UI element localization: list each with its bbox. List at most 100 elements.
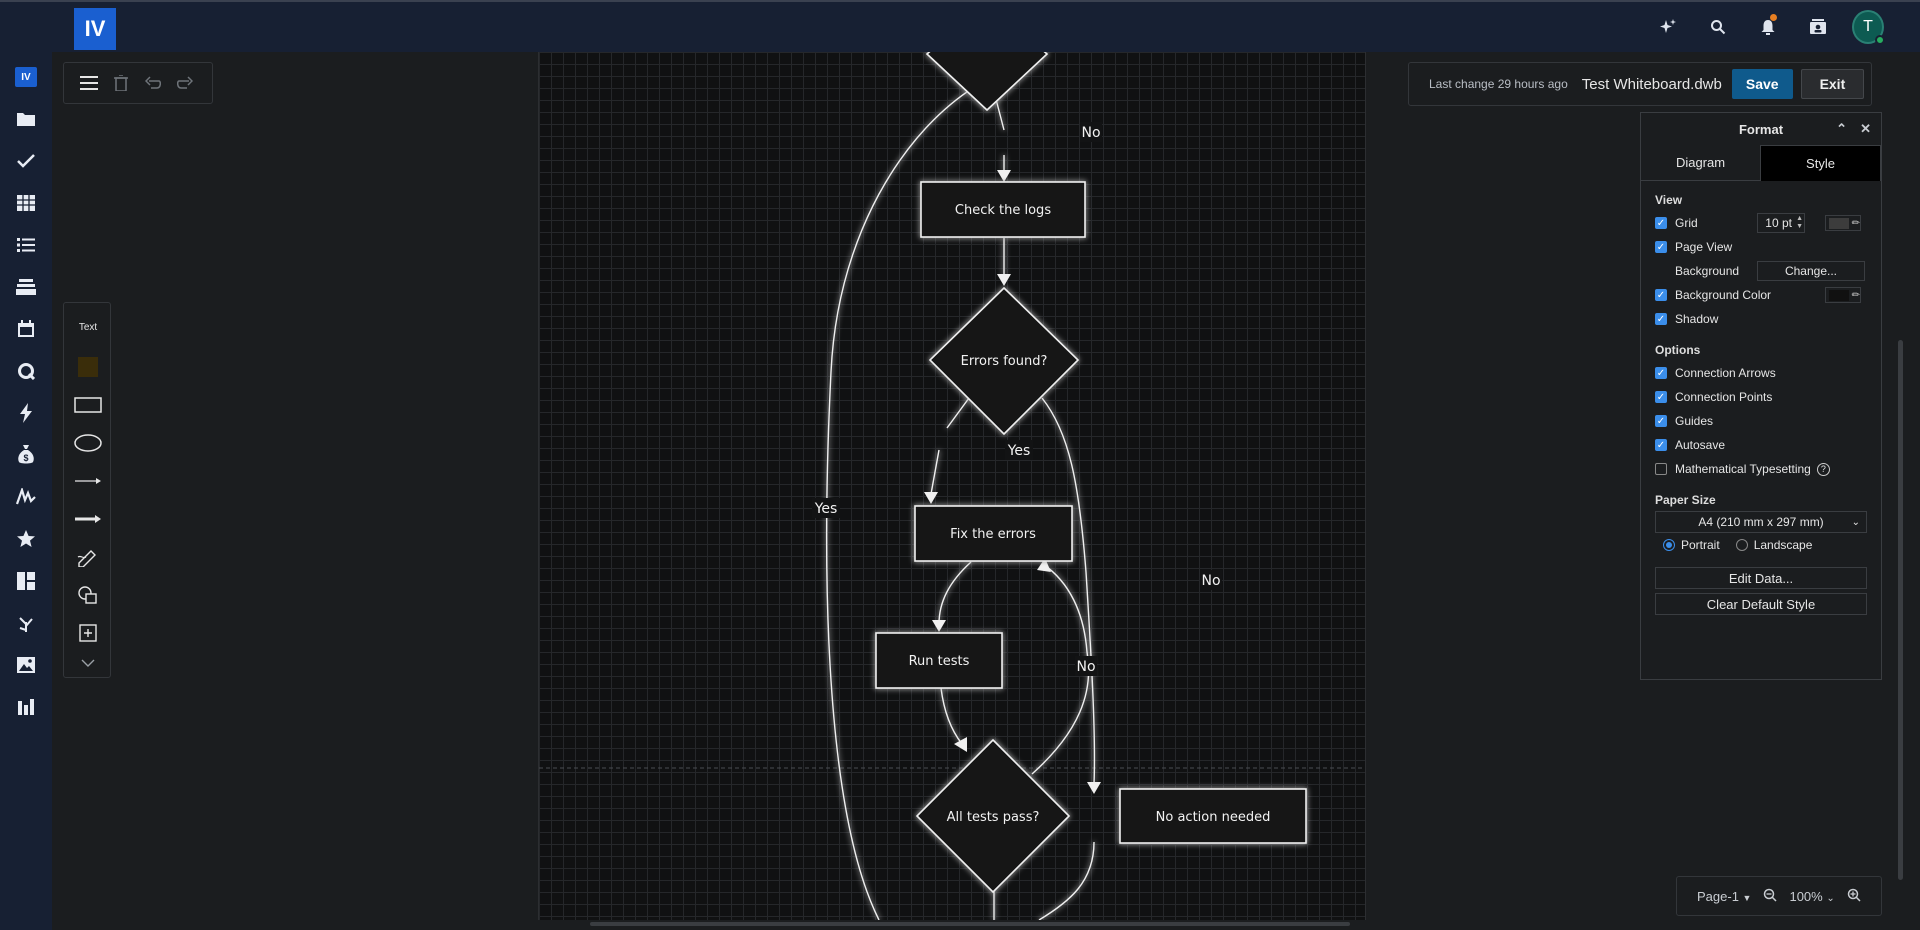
app-logo[interactable]: IV	[74, 8, 116, 50]
stepper-arrows-icon[interactable]: ▲▼	[1796, 215, 1803, 230]
bell-icon[interactable]	[1752, 10, 1784, 44]
close-icon[interactable]: ✕	[1860, 121, 1871, 136]
math-typesetting-checkbox[interactable]	[1655, 463, 1667, 475]
edge-errors-yes-1[interactable]	[946, 397, 970, 429]
grid-color-swatch	[1829, 217, 1849, 229]
image-icon[interactable]	[11, 650, 41, 680]
delete-icon[interactable]	[110, 72, 132, 94]
shadow-checkbox[interactable]: ✓	[1655, 313, 1667, 325]
help-icon[interactable]: ?	[1816, 462, 1830, 476]
filename[interactable]: Test Whiteboard.dwb	[1581, 75, 1722, 93]
bolt-icon[interactable]	[11, 398, 41, 428]
node-no-action[interactable]	[1119, 788, 1307, 844]
collapse-icon[interactable]: ⌃	[1836, 121, 1847, 136]
landscape-label: Landscape	[1753, 538, 1813, 552]
folder-icon[interactable]	[11, 104, 41, 134]
connection-points-checkbox[interactable]: ✓	[1655, 391, 1667, 403]
zoom-level: 100%	[1789, 888, 1823, 904]
q-icon[interactable]	[11, 356, 41, 386]
grid-checkbox[interactable]: ✓	[1655, 217, 1667, 229]
table-icon[interactable]	[11, 188, 41, 218]
sidebar: IV $	[0, 52, 52, 930]
dashboard-icon[interactable]	[11, 566, 41, 596]
background-color-checkbox[interactable]: ✓	[1655, 289, 1667, 301]
rectangle-tool[interactable]	[70, 389, 106, 421]
guides-checkbox[interactable]: ✓	[1655, 415, 1667, 427]
clear-default-style-button[interactable]: Clear Default Style	[1655, 593, 1867, 615]
tab-style[interactable]: Style	[1760, 145, 1881, 181]
diagram-canvas[interactable]: Check the logs Errors found? Fix the err…	[538, 52, 1366, 920]
landscape-radio[interactable]	[1735, 539, 1748, 551]
user-avatar-wrap[interactable]: T	[1852, 10, 1885, 45]
edge-errors-yes-2[interactable]	[930, 449, 940, 495]
connection-points-row: ✓ Connection Points	[1641, 385, 1881, 409]
insert-tool[interactable]	[70, 617, 106, 649]
decision-top[interactable]	[925, 52, 1049, 112]
horizontal-scrollbar[interactable]	[590, 922, 1350, 926]
save-button[interactable]: Save	[1731, 69, 1793, 99]
change-background-button[interactable]: Change...	[1757, 261, 1865, 281]
freehand-tool[interactable]	[70, 541, 106, 573]
undo-icon[interactable]	[142, 72, 164, 94]
sticky-note-icon	[78, 357, 98, 377]
text-tool[interactable]: Text	[78, 321, 98, 333]
list-icon[interactable]	[11, 230, 41, 260]
portrait-radio[interactable]	[1663, 539, 1675, 551]
node-fix-errors[interactable]	[914, 505, 1073, 562]
zoom-in-icon[interactable]	[1847, 888, 1861, 905]
vertical-scrollbar-thumb[interactable]	[1898, 340, 1903, 880]
shapes-tool[interactable]	[70, 579, 106, 611]
sticky-note-tool[interactable]	[70, 351, 106, 383]
zoom-level-selector[interactable]: 100% ⌄	[1789, 889, 1834, 904]
arrow-tool[interactable]	[70, 503, 106, 535]
line-tool[interactable]	[70, 465, 106, 497]
caret-down-icon: ▼	[1742, 892, 1752, 903]
vertical-scrollbar[interactable]	[1896, 60, 1906, 920]
calendar-icon[interactable]	[11, 314, 41, 344]
search-icon[interactable]	[1702, 10, 1734, 44]
eyedropper-icon: ✏	[1851, 289, 1860, 301]
star-icon[interactable]	[11, 524, 41, 554]
redo-icon[interactable]	[174, 72, 196, 94]
more-tools-button[interactable]	[70, 647, 106, 679]
connection-arrows-label: Connection Arrows	[1675, 366, 1776, 380]
sidebar-logo[interactable]: IV	[11, 62, 41, 92]
money-bag-icon[interactable]: $	[11, 440, 41, 470]
edge-pass-no[interactable]	[1031, 563, 1090, 775]
tab-diagram[interactable]: Diagram	[1641, 145, 1760, 181]
bar-chart-icon[interactable]	[11, 692, 41, 722]
autosave-checkbox[interactable]: ✓	[1655, 439, 1667, 451]
signature-icon[interactable]	[11, 482, 41, 512]
background-color-picker[interactable]: ✏	[1825, 287, 1861, 303]
grid-color-picker[interactable]: ✏	[1825, 215, 1861, 231]
node-check-logs[interactable]	[920, 181, 1086, 238]
connection-arrows-checkbox[interactable]: ✓	[1655, 367, 1667, 379]
page-view-checkbox[interactable]: ✓	[1655, 241, 1667, 253]
paper-size-select[interactable]: A4 (210 mm x 297 mm) ⌄	[1655, 511, 1867, 533]
shapes-icon	[78, 586, 97, 604]
plant-icon[interactable]	[11, 608, 41, 638]
node-errors-found-label: Errors found?	[961, 354, 1048, 369]
svg-text:$: $	[23, 453, 28, 463]
edge-noaction-down[interactable]	[1038, 841, 1095, 920]
ellipse-tool[interactable]	[70, 427, 106, 459]
contacts-icon[interactable]	[1802, 10, 1834, 44]
edge-fix-to-run[interactable]	[938, 561, 972, 625]
edge-run-to-pass[interactable]	[940, 687, 963, 745]
grid-size-stepper[interactable]: 10 pt▲▼	[1757, 213, 1805, 233]
sparkle-icon[interactable]	[1652, 10, 1684, 44]
chevron-down-icon: ⌄	[1826, 892, 1835, 904]
stack-icon[interactable]	[11, 272, 41, 302]
menu-icon[interactable]	[78, 72, 100, 94]
node-all-tests-pass[interactable]	[915, 738, 1071, 894]
node-errors-found[interactable]	[928, 286, 1080, 436]
node-run-tests[interactable]	[875, 632, 1003, 689]
check-icon[interactable]	[11, 146, 41, 176]
exit-button[interactable]: Exit	[1800, 69, 1865, 99]
edit-data-button[interactable]: Edit Data...	[1655, 567, 1867, 589]
edge-yes-left[interactable]	[825, 62, 1032, 920]
page-selector[interactable]: Page-1 ▼	[1697, 889, 1751, 904]
edge-errors-no[interactable]	[1041, 397, 1096, 785]
file-bar: Last change 29 hours ago Test Whiteboard…	[1408, 62, 1872, 106]
zoom-out-icon[interactable]	[1763, 888, 1777, 905]
